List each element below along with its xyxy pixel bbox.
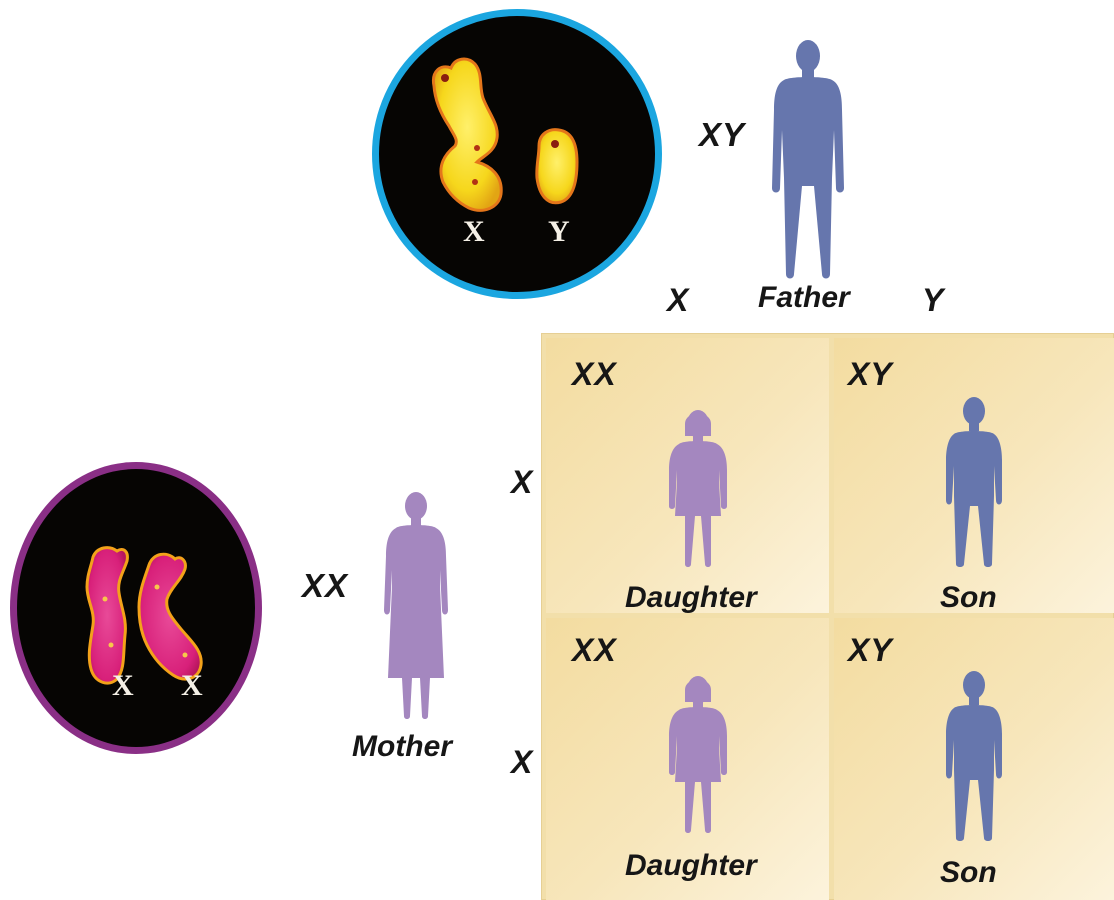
mother-x-chromosome-1 — [85, 546, 129, 685]
father-allele-x: X — [667, 282, 689, 318]
punnett-square: XX Daughter XY Son XX — [541, 333, 1114, 900]
cell-genotype: XX — [572, 632, 617, 668]
punnett-cell-son-1: XY Son — [834, 338, 1114, 613]
cell-label: Daughter — [625, 849, 757, 882]
father-allele-y: Y — [922, 282, 944, 318]
cell-genotype: XY — [848, 632, 893, 668]
cell-label: Son — [940, 856, 997, 889]
mother-silhouette — [384, 492, 448, 719]
punnett-cell-daughter-2: XX Daughter — [546, 618, 829, 900]
mother-genotype-label: XX — [302, 567, 349, 604]
cell-label: Son — [940, 581, 997, 614]
father-karyotype-circle: X Y — [372, 9, 662, 299]
cell-genotype: XX — [572, 356, 617, 392]
mother-label: Mother — [352, 730, 452, 763]
mother-chromosome-label-x1: X — [112, 669, 134, 702]
mother-allele-x-2: X — [511, 744, 533, 780]
punnett-cell-daughter-1: XX Daughter — [546, 338, 829, 613]
son-silhouette — [946, 397, 1002, 567]
father-chromosome-label-y: Y — [548, 215, 570, 248]
cell-label: Daughter — [625, 581, 757, 614]
mother-x-chromosome-2 — [137, 552, 203, 681]
punnett-cell-son-2: XY Son — [834, 618, 1114, 900]
father-label: Father — [758, 281, 850, 314]
father-chromosome-label-x: X — [463, 215, 485, 248]
father-chromosomes-image — [431, 57, 579, 212]
daughter-silhouette — [669, 410, 727, 567]
father-genotype-label: XY — [699, 116, 746, 153]
son-silhouette — [946, 671, 1002, 841]
mother-allele-x-1: X — [511, 464, 533, 500]
mother-chromosomes-image — [85, 546, 203, 685]
mother-chromosome-label-x2: X — [181, 669, 203, 702]
father-y-chromosome — [535, 128, 579, 205]
father-silhouette — [772, 40, 844, 279]
father-x-chromosome — [431, 57, 503, 212]
daughter-silhouette — [669, 676, 727, 833]
cell-genotype: XY — [848, 356, 893, 392]
mother-karyotype-circle: X X — [10, 462, 262, 754]
